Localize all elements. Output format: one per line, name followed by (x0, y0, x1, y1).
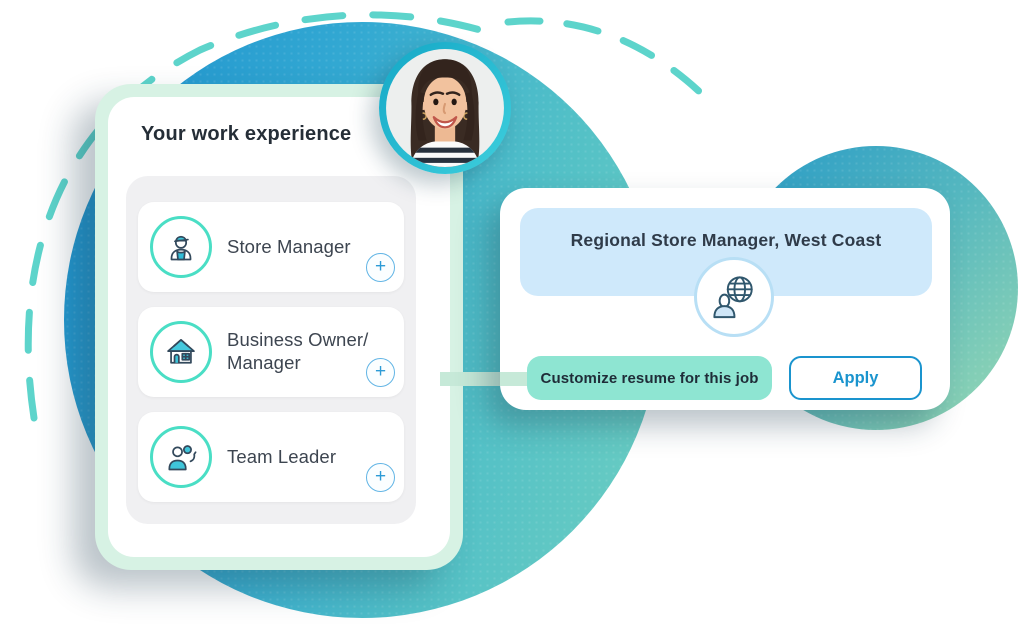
experience-item-label: Team Leader (227, 445, 337, 467)
job-posting-card: Regional Store Manager, West Coast Custo… (500, 188, 950, 410)
add-experience-button[interactable]: + (366, 463, 395, 492)
add-experience-button[interactable]: + (366, 253, 395, 282)
plus-icon: + (374, 255, 387, 277)
work-experience-card-inner: Your work experience Store Manager (108, 97, 450, 557)
person-globe-icon (694, 257, 774, 337)
work-experience-heading: Your work experience (141, 123, 352, 145)
store-manager-icon (150, 216, 212, 278)
apply-button-label: Apply (832, 368, 879, 387)
card-connector-line-end (500, 372, 527, 386)
experience-item-label: Business Owner/ Manager (227, 329, 369, 373)
job-title-text: Regional Store Manager, West Coast (570, 230, 882, 250)
customize-resume-button-label: Customize resume for this job (540, 369, 759, 387)
apply-button[interactable]: Apply (789, 356, 922, 400)
plus-icon: + (374, 465, 387, 487)
add-experience-button[interactable]: + (366, 358, 395, 387)
experience-item-team-leader[interactable]: Team Leader + (138, 412, 404, 502)
avatar-illustration (386, 49, 504, 167)
customize-resume-button[interactable]: Customize resume for this job (527, 356, 772, 400)
woman-portrait-photo (379, 42, 511, 174)
plus-icon: + (374, 360, 387, 382)
experience-item-label: Store Manager (227, 235, 351, 257)
experience-list-panel: Store Manager + (126, 176, 416, 524)
team-leader-icon (150, 426, 212, 488)
card-connector-line (440, 372, 503, 386)
business-owner-icon (150, 321, 212, 383)
experience-item-business-owner[interactable]: Business Owner/ Manager + (138, 307, 404, 397)
experience-item-store-manager[interactable]: Store Manager + (138, 202, 404, 292)
